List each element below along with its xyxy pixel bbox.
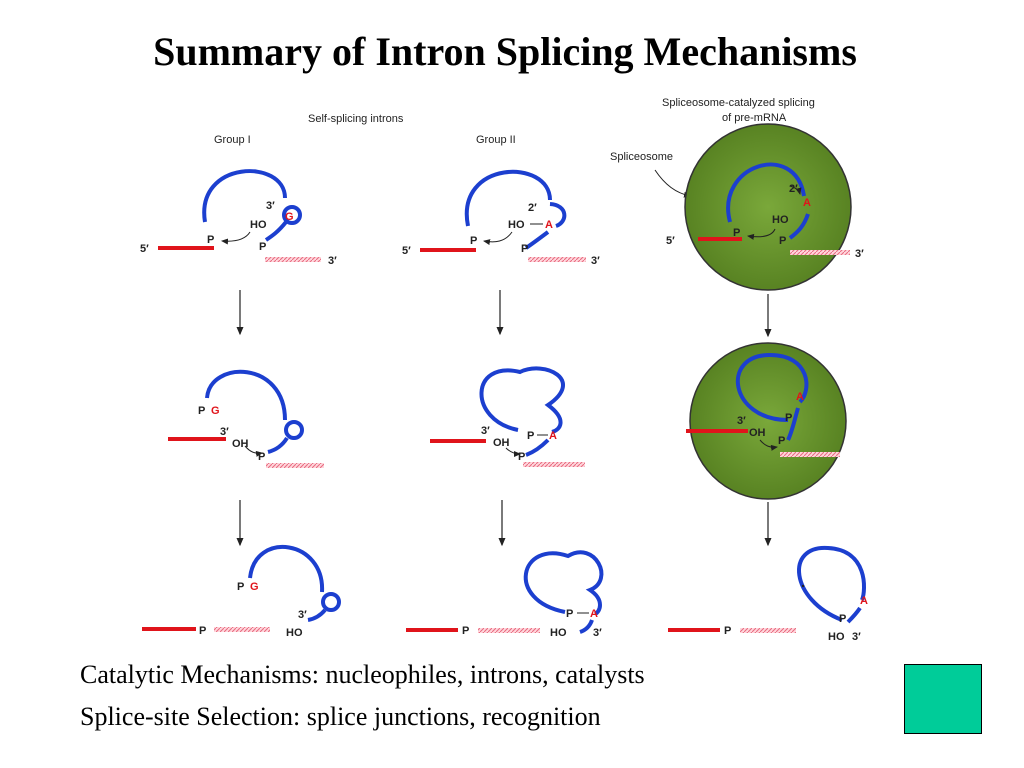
g2-s2-P2: P	[518, 451, 525, 463]
self-splicing-header: Self-splicing introns	[308, 113, 404, 125]
sp-s3-HO: HO	[828, 631, 845, 643]
g1-s1-3prime: 3′	[266, 200, 275, 212]
group1-step3: P G 3′ P HO	[142, 544, 341, 639]
sp-s2-P: P	[785, 412, 792, 424]
sp-s1-5prime: 5′	[666, 235, 675, 247]
g1-s1-P2: P	[259, 241, 266, 253]
g2-s3-3prime: 3′	[593, 627, 602, 639]
sp-s3-P2: P	[839, 613, 846, 625]
group1-step1: 5′ 3′ HO G P P 3′	[140, 169, 337, 267]
spliceosome-step1: Spliceosome 5′ 2′ A HO P P 3′	[610, 123, 864, 291]
sp-s3-P: P	[724, 625, 731, 637]
group2-header: Group II	[476, 134, 516, 146]
g1-s1-3prime-end: 3′	[328, 255, 337, 267]
spliceosome-header-line2: of pre-mRNA	[722, 112, 787, 124]
sp-s2-OH: OH	[749, 427, 766, 439]
spliceosome-label: Spliceosome	[610, 151, 673, 163]
g2-s1-P1: P	[470, 235, 477, 247]
sp-s1-HO: HO	[772, 214, 789, 226]
g2-s1-HO: HO	[508, 219, 525, 231]
g2-s1-A: A	[545, 219, 553, 231]
g2-s3-A: A	[590, 608, 598, 620]
sp-s1-P1: P	[733, 227, 740, 239]
spliceosome-step2: A P 3′ OH P	[686, 342, 847, 500]
g1-s1-5prime: 5′	[140, 243, 149, 255]
page-title: Summary of Intron Splicing Mechanisms	[153, 29, 857, 74]
g1-s1-G: G	[285, 211, 294, 223]
group2-step1: 5′ 2′ HO A P P 3′	[402, 169, 600, 267]
group1-header: Group I	[214, 134, 251, 146]
g1-s3-HO: HO	[286, 627, 303, 639]
bottom-line-2: Splice-site Selection: splice junctions,…	[80, 702, 601, 731]
sp-s2-P2: P	[778, 435, 785, 447]
spliceosome-step3: P A P HO 3′	[668, 545, 868, 643]
g2-s1-5prime: 5′	[402, 245, 411, 257]
sp-s1-P2: P	[779, 235, 786, 247]
g1-s3-3prime: 3′	[298, 609, 307, 621]
g1-s2-3prime: 3′	[220, 426, 229, 438]
g2-s2-P: P	[527, 430, 534, 442]
g2-s1-3prime-end: 3′	[591, 255, 600, 267]
splicing-diagram: Self-splicing introns Group I Group II S…	[140, 97, 868, 643]
g1-s2-P2: P	[258, 451, 265, 463]
g2-s2-3prime: 3′	[481, 425, 490, 437]
navigation-button[interactable]	[904, 664, 982, 734]
group2-step3: P P A HO 3′	[406, 550, 604, 639]
spliceosome-header-line1: Spliceosome-catalyzed splicing	[662, 97, 815, 109]
g2-s3-P2: P	[566, 608, 573, 620]
g1-s3-P2: P	[199, 625, 206, 637]
g1-s1-HO: HO	[250, 219, 267, 231]
g2-s1-2prime: 2′	[528, 202, 537, 214]
group1-step2: P G 3′ OH P	[168, 369, 324, 468]
g1-s2-G: G	[211, 405, 220, 417]
g2-s2-OH: OH	[493, 437, 510, 449]
sp-s3-A: A	[860, 595, 868, 607]
g1-s3-G: G	[250, 581, 259, 593]
sp-s2-A: A	[796, 391, 804, 403]
sp-s1-A: A	[803, 197, 811, 209]
group2-step2: 3′ OH P A P	[430, 366, 585, 467]
g1-s3-P: P	[237, 581, 244, 593]
g2-s2-A: A	[549, 430, 557, 442]
sp-s2-3prime: 3′	[737, 415, 746, 427]
g1-s2-OH: OH	[232, 438, 249, 450]
sp-s1-3prime-end: 3′	[855, 248, 864, 260]
g2-s1-P2: P	[521, 243, 528, 255]
sp-s1-2prime: 2′	[789, 183, 798, 195]
g2-s3-P: P	[462, 625, 469, 637]
g1-s1-P1: P	[207, 234, 214, 246]
sp-s3-3prime: 3′	[852, 631, 861, 643]
bottom-line-1: Catalytic Mechanisms: nucleophiles, intr…	[80, 660, 645, 689]
g2-s3-HO: HO	[550, 627, 567, 639]
g1-s2-P: P	[198, 405, 205, 417]
